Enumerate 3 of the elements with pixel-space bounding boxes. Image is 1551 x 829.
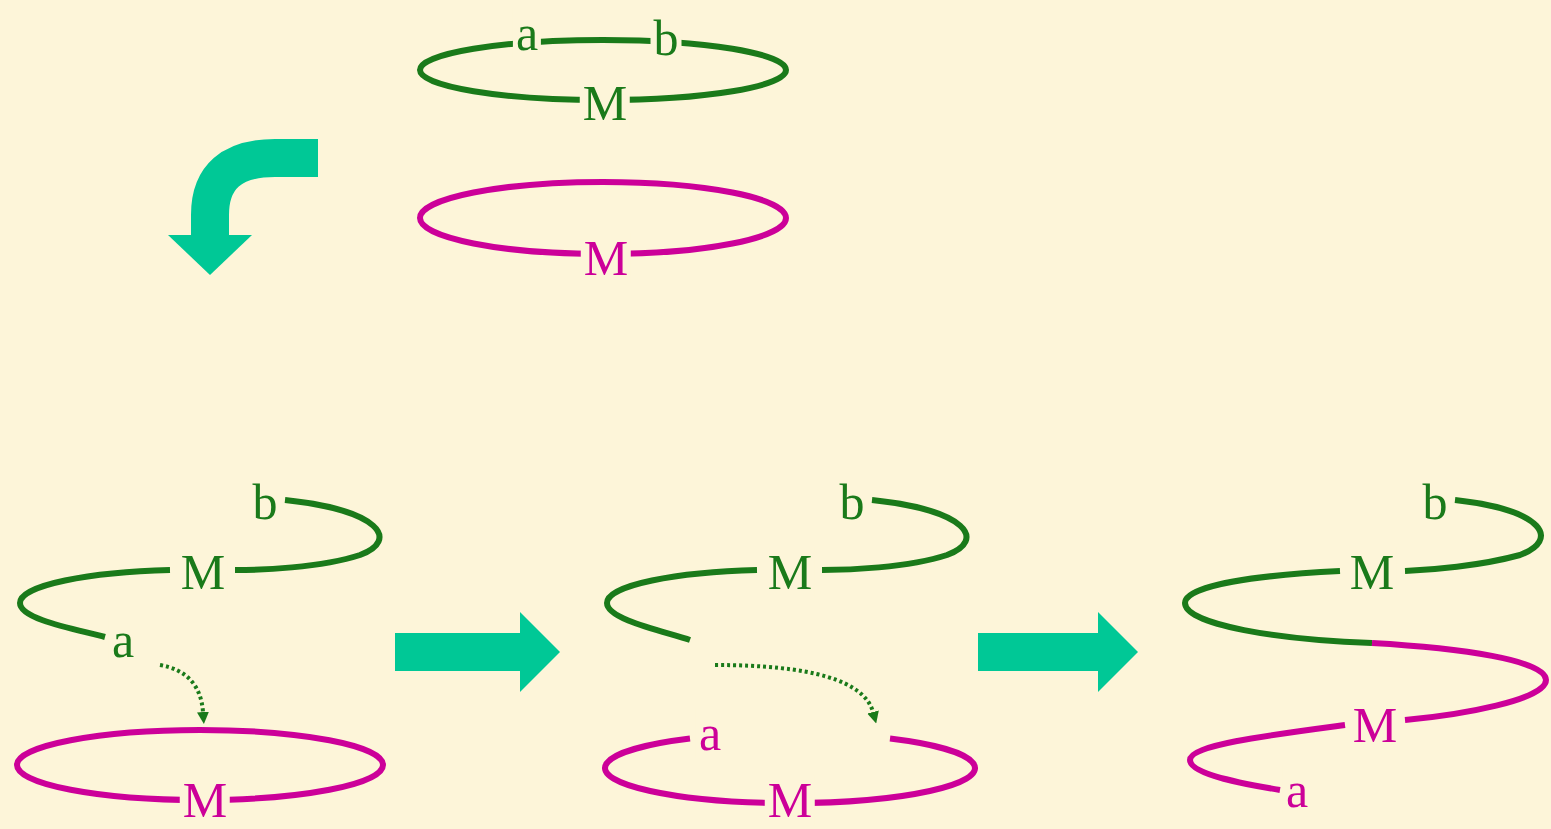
block-arrow <box>395 612 560 692</box>
dotted-arrow <box>159 663 209 724</box>
dotted-arrow <box>714 663 879 724</box>
